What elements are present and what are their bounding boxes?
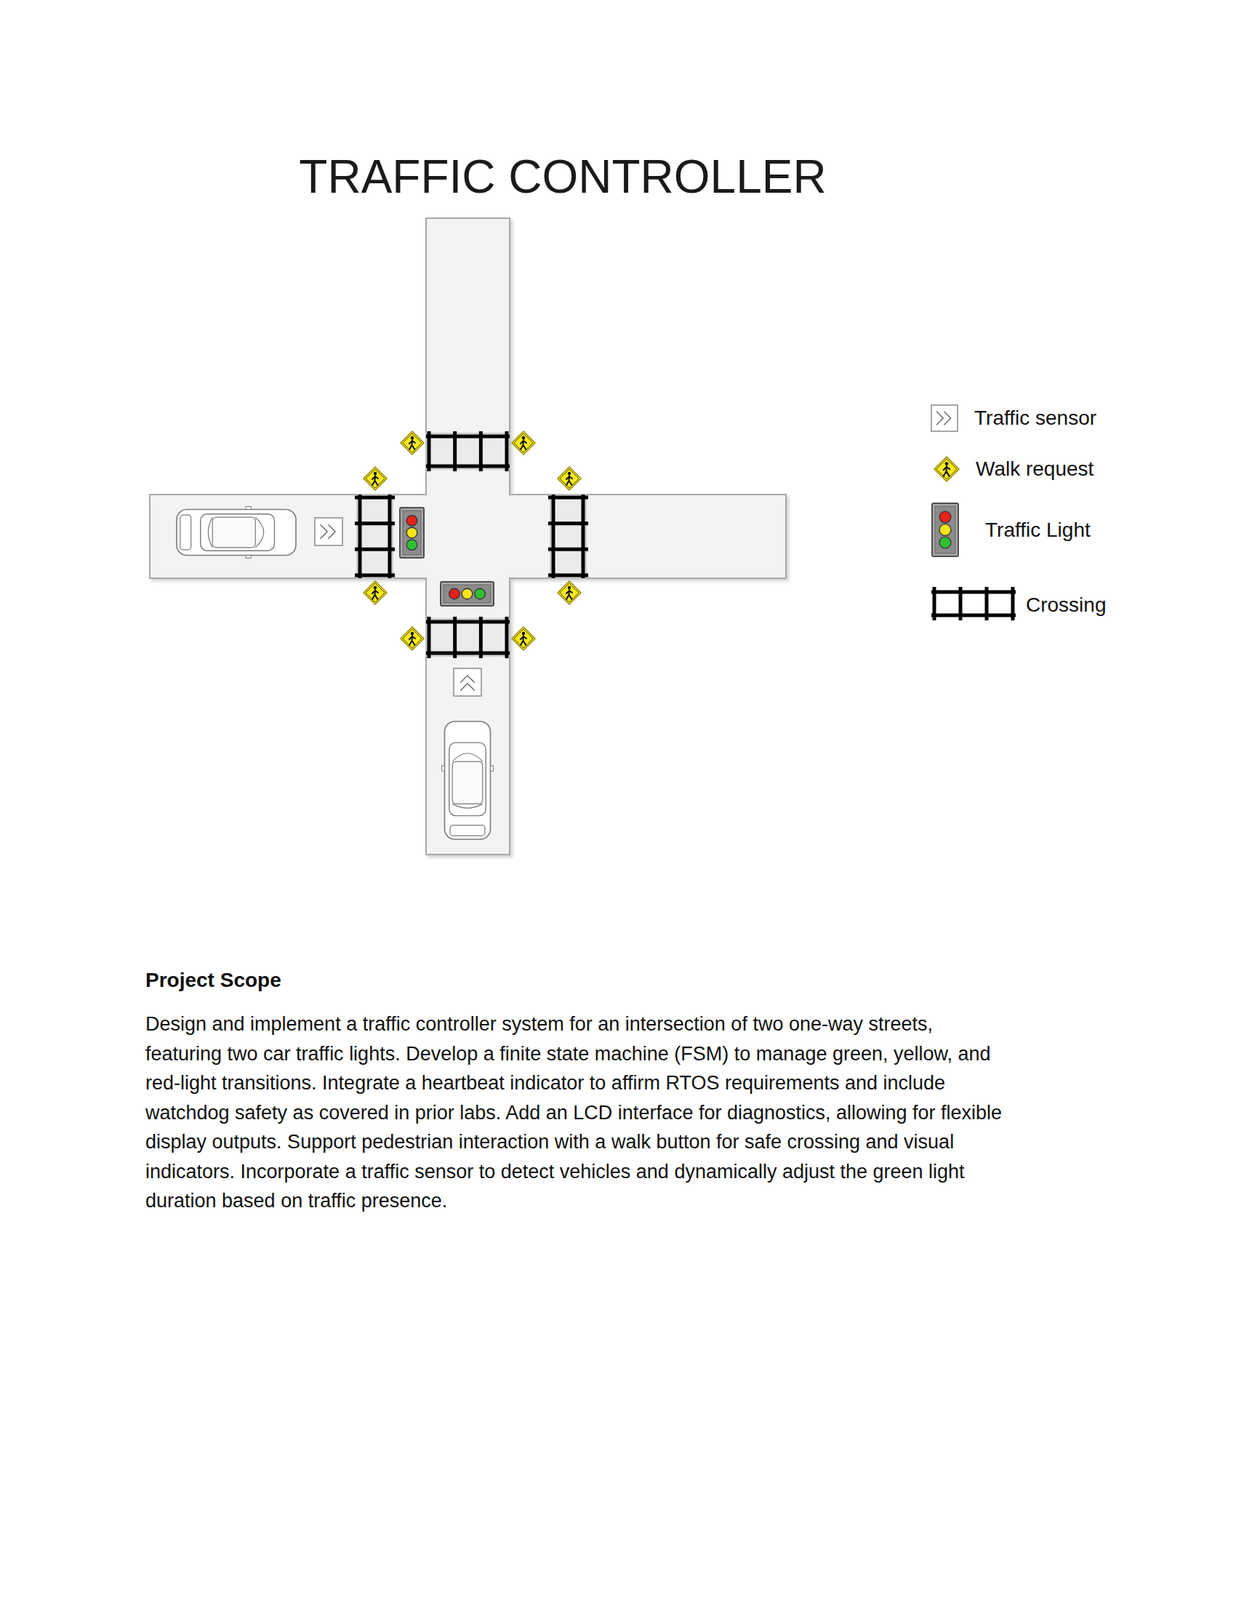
walk-request-sign bbox=[400, 626, 424, 650]
crossing bbox=[426, 431, 510, 472]
crossing bbox=[548, 494, 589, 579]
scope-paragraph: Design and implement a traffic controlle… bbox=[145, 1009, 1011, 1216]
legend-text: Traffic Light bbox=[985, 516, 1091, 544]
crossing bbox=[931, 586, 1016, 621]
crossing bbox=[354, 494, 395, 579]
walk-request-sign bbox=[557, 466, 581, 491]
traffic-light bbox=[440, 581, 494, 606]
walk-request-sign bbox=[400, 431, 424, 455]
walk-request-sign bbox=[934, 456, 959, 482]
section-heading: Project Scope bbox=[145, 966, 728, 994]
road bbox=[149, 218, 786, 855]
walk-request-sign bbox=[511, 626, 536, 650]
traffic-light bbox=[399, 507, 424, 558]
walk-request-sign bbox=[363, 580, 387, 605]
legend-text: Crossing bbox=[1025, 591, 1106, 618]
walk-request-sign bbox=[557, 580, 581, 605]
walk-request-sign bbox=[363, 466, 387, 491]
crossing bbox=[426, 616, 510, 658]
legend-text: Walk request bbox=[975, 455, 1094, 483]
traffic-sensor bbox=[314, 517, 343, 546]
car bbox=[442, 721, 494, 840]
traffic-sensor bbox=[931, 404, 958, 432]
legend-text: Traffic sensor bbox=[974, 404, 1097, 432]
car bbox=[176, 506, 296, 559]
diagram-title: TRAFFIC CONTROLLER bbox=[271, 149, 854, 205]
walk-request-sign bbox=[511, 431, 536, 455]
traffic-sensor bbox=[453, 668, 482, 696]
traffic-light bbox=[932, 503, 959, 557]
